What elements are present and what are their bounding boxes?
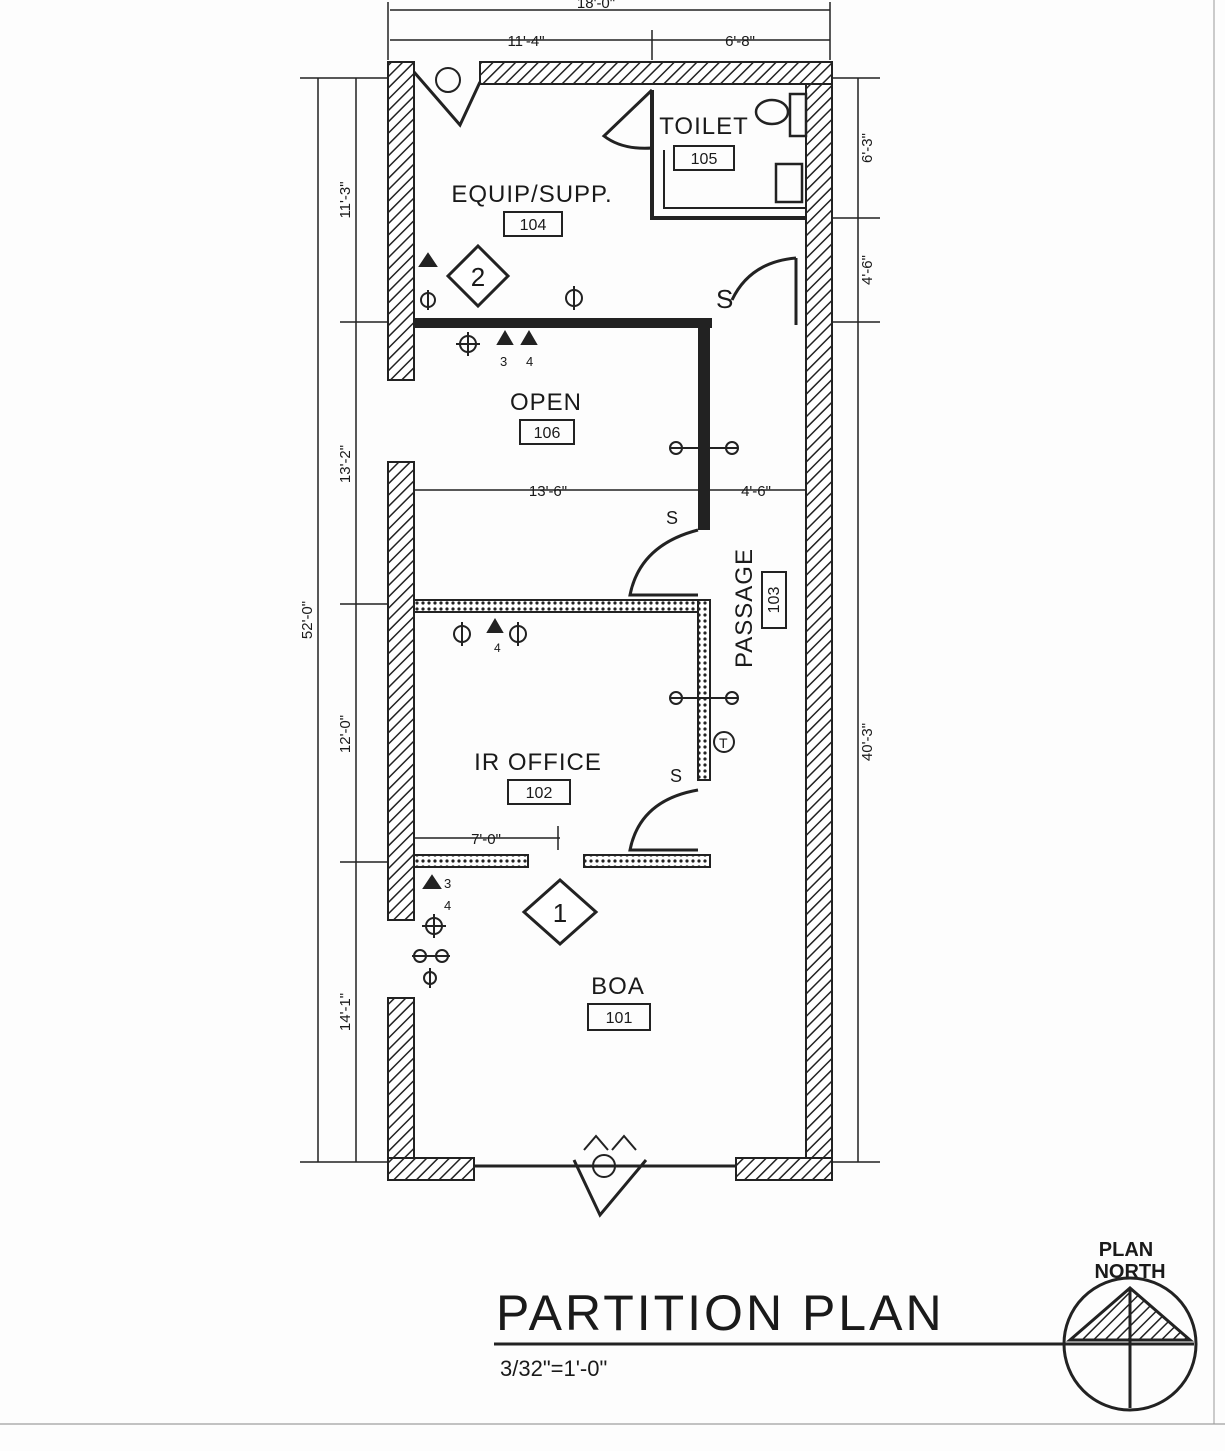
room-number: 106: [534, 425, 561, 442]
east-wall: [805, 61, 833, 1181]
door-toilet: [601, 88, 654, 150]
room-passage: PASSAGE 103: [731, 548, 787, 668]
toilet-icon: [754, 98, 790, 126]
door-equip-east: [730, 256, 798, 325]
data-jack-icon: [520, 330, 538, 345]
data-jack-icon: [422, 874, 442, 889]
svg-text:4: 4: [494, 641, 501, 655]
north-label-line1: PLAN: [1099, 1239, 1153, 1261]
dim-passage-width: 4'-6": [741, 483, 771, 500]
interior-partitions: [413, 90, 806, 868]
data-jack-icon: [496, 330, 514, 345]
dim-right-seg1: 6'-3": [859, 133, 876, 163]
south-wall-left: [387, 1157, 475, 1181]
room-name: BOA: [591, 973, 645, 1000]
svg-text:4: 4: [444, 898, 451, 913]
room-number: 105: [691, 151, 718, 168]
partition-tag-1-label: 1: [553, 898, 567, 928]
room-name: IR OFFICE: [474, 749, 602, 776]
room-equip: EQUIP/SUPP. 104: [451, 181, 612, 237]
door-office-passage: [628, 788, 699, 852]
phone-jack-icon: [418, 252, 438, 267]
partition-tag-1: [521, 877, 599, 947]
room-boa: BOA 101: [587, 973, 651, 1031]
dim-top-right: 6'-8": [725, 33, 755, 50]
partition-office-boa-left: [413, 854, 529, 868]
drawing-scale: 3/32"=1'-0": [500, 1356, 607, 1381]
west-wall-upper: [387, 61, 415, 381]
west-wall-lower: [387, 997, 415, 1181]
room-name: OPEN: [510, 389, 582, 416]
dim-open-width: 13'-6": [529, 483, 567, 500]
partition-office-boa-right: [583, 854, 711, 868]
north-label-line2: NORTH: [1094, 1261, 1165, 1283]
doors: [412, 67, 798, 1218]
partition-open-passage: [698, 318, 710, 530]
partition-tags: 2 1: [445, 243, 599, 947]
north-circle-icon: [1062, 1276, 1198, 1412]
svg-text:4: 4: [526, 354, 533, 369]
room-open: OPEN 106: [510, 389, 582, 445]
partition-equip-open: [414, 318, 712, 328]
data-jack-icon: [486, 618, 504, 633]
room-name: EQUIP/SUPP.: [451, 181, 612, 208]
toilet-fixtures: [754, 92, 808, 204]
switch-symbol: S: [670, 766, 682, 786]
dim-left-seg4: 14'-1": [337, 993, 354, 1031]
thermostat-icon: [713, 731, 735, 753]
room-name: PASSAGE: [731, 548, 758, 668]
dim-top-left: 11'-4": [507, 33, 544, 50]
partition-tag-2-label: 2: [471, 262, 485, 292]
dim-office-door: 7'-0": [471, 831, 501, 848]
dim-left-seg2: 13'-2": [337, 445, 354, 483]
exterior-walls: [387, 61, 833, 1181]
room-toilet: TOILET 105: [659, 113, 749, 171]
room-number: 104: [520, 217, 547, 234]
switch-symbol: S: [716, 284, 733, 314]
dim-left-seg3: 12'-0": [337, 715, 354, 753]
south-wall-right: [735, 1157, 833, 1181]
thermostat-symbol: T: [719, 735, 728, 751]
room-number: 102: [526, 785, 553, 802]
title-block: PARTITION PLAN 3/32"=1'-0": [494, 1285, 1066, 1381]
north-wall: [479, 61, 833, 85]
svg-text:3: 3: [500, 354, 507, 369]
room-number: 103: [766, 587, 783, 614]
door-boa-south: [572, 1159, 648, 1218]
dimension-lines: [300, 2, 880, 1163]
dim-left-seg1: 11'-3": [337, 181, 354, 218]
dim-right-seg2: 4'-6": [859, 255, 876, 285]
svg-text:3: 3: [444, 876, 451, 891]
partition-office-passage: [697, 599, 711, 781]
dim-top-overall: 18'-0": [577, 0, 615, 12]
fixture-symbol-icon: [435, 67, 461, 93]
door-equip-north: [412, 71, 482, 128]
door-open-passage: [628, 528, 699, 597]
electrical-symbols: S 3 4 S 4 T S 3 4: [412, 252, 739, 988]
room-number: 101: [606, 1010, 633, 1027]
dimension-labels: 18'-0" 11'-4" 6'-8" 52'-0" 11'-3" 13'-2"…: [299, 0, 876, 1031]
drawing-title: PARTITION PLAN: [496, 1285, 945, 1341]
toilet-wall: [650, 90, 806, 220]
room-name: TOILET: [659, 113, 749, 140]
plan-north-arrow: PLAN NORTH: [1062, 1239, 1198, 1412]
dim-right-seg3: 40'-3": [859, 723, 876, 761]
switch-symbol: S: [666, 508, 678, 528]
partition-open-office: [413, 599, 711, 613]
partition-tag-2: [445, 243, 511, 309]
entry-fixture-icon: [592, 1154, 616, 1178]
room-labels: EQUIP/SUPP. 104 TOILET 105 OPEN 106 PASS…: [451, 113, 787, 1031]
sink-icon: [774, 162, 804, 204]
room-ir-office: IR OFFICE 102: [474, 749, 602, 805]
dim-left-overall: 52'-0": [299, 601, 316, 639]
west-wall-middle: [387, 461, 415, 921]
